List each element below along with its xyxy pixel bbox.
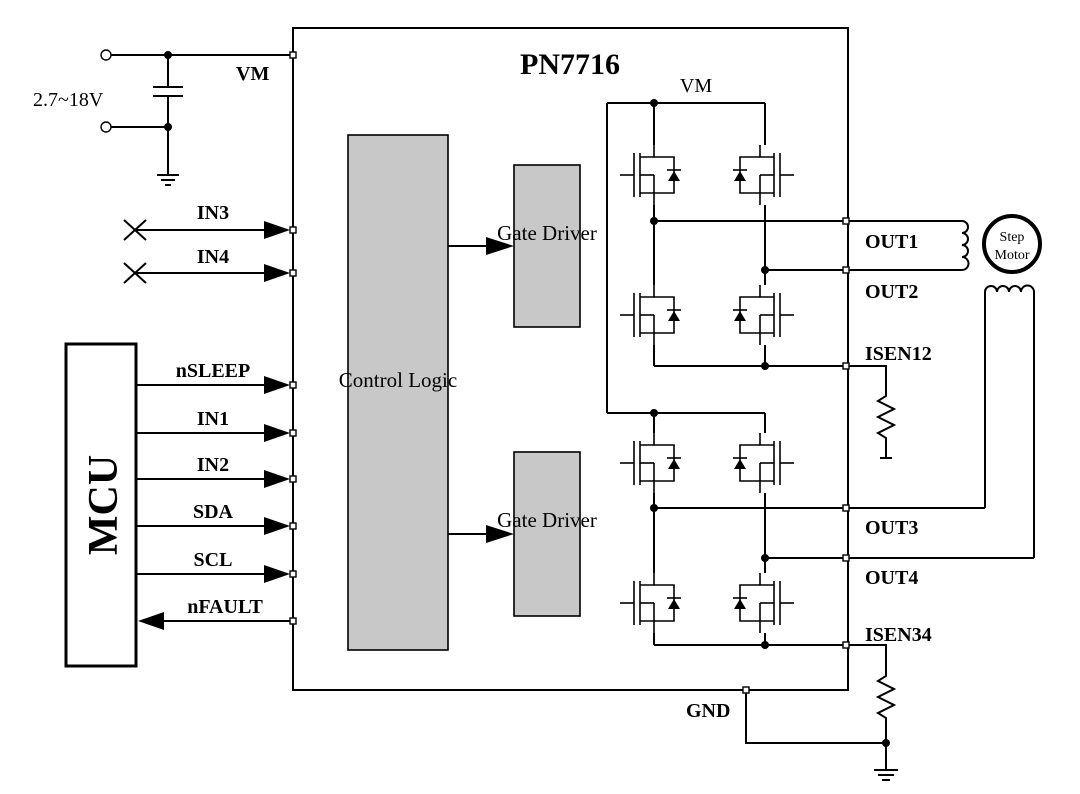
control-logic-label: Control Logic (339, 368, 457, 392)
gate-driver-bottom-label: Gate Driver (497, 508, 597, 532)
bridge-vm-label: VM (680, 75, 712, 97)
in2-label: IN2 (197, 454, 229, 476)
out1-label: OUT1 (865, 231, 918, 253)
chip-outline (292, 27, 849, 691)
isen34-label: ISEN34 (865, 624, 932, 646)
motor-label-line1: Step (1000, 230, 1025, 245)
step-motor-symbol (982, 214, 1042, 274)
gate-driver-bottom-block (513, 451, 581, 617)
gate-driver-top-label: Gate Driver (497, 221, 597, 245)
in3-label: IN3 (197, 202, 229, 224)
in4-label: IN4 (197, 246, 229, 268)
mcu-signal-lines (136, 376, 297, 630)
in1-label: IN1 (197, 408, 229, 430)
vm-pin-label: VM (236, 63, 269, 85)
mcu-block (64, 342, 138, 668)
isen12-label: ISEN12 (865, 343, 932, 365)
out2-label: OUT2 (865, 281, 918, 303)
in4-line (123, 262, 297, 284)
chip-name: PN7716 (520, 48, 620, 81)
nsleep-label: nSLEEP (176, 360, 250, 382)
in3-line (123, 219, 297, 241)
supply-section (100, 49, 297, 186)
control-logic-block (347, 134, 449, 651)
motor-label-line2: Motor (995, 248, 1030, 263)
gnd-label: GND (686, 700, 730, 722)
nfault-label: nFAULT (187, 596, 263, 618)
out3-label: OUT3 (865, 517, 918, 539)
gate-driver-top-block (513, 164, 581, 328)
supply-voltage-label: 2.7~18V (33, 89, 104, 111)
logic-to-driver-arrows (448, 237, 514, 543)
out4-label: OUT4 (865, 567, 918, 589)
h-bridge-wiring (606, 99, 850, 649)
mcu-label: MCU (81, 455, 127, 555)
sda-label: SDA (193, 501, 234, 523)
motor-wiring (742, 220, 1035, 781)
scl-label: SCL (194, 549, 233, 571)
